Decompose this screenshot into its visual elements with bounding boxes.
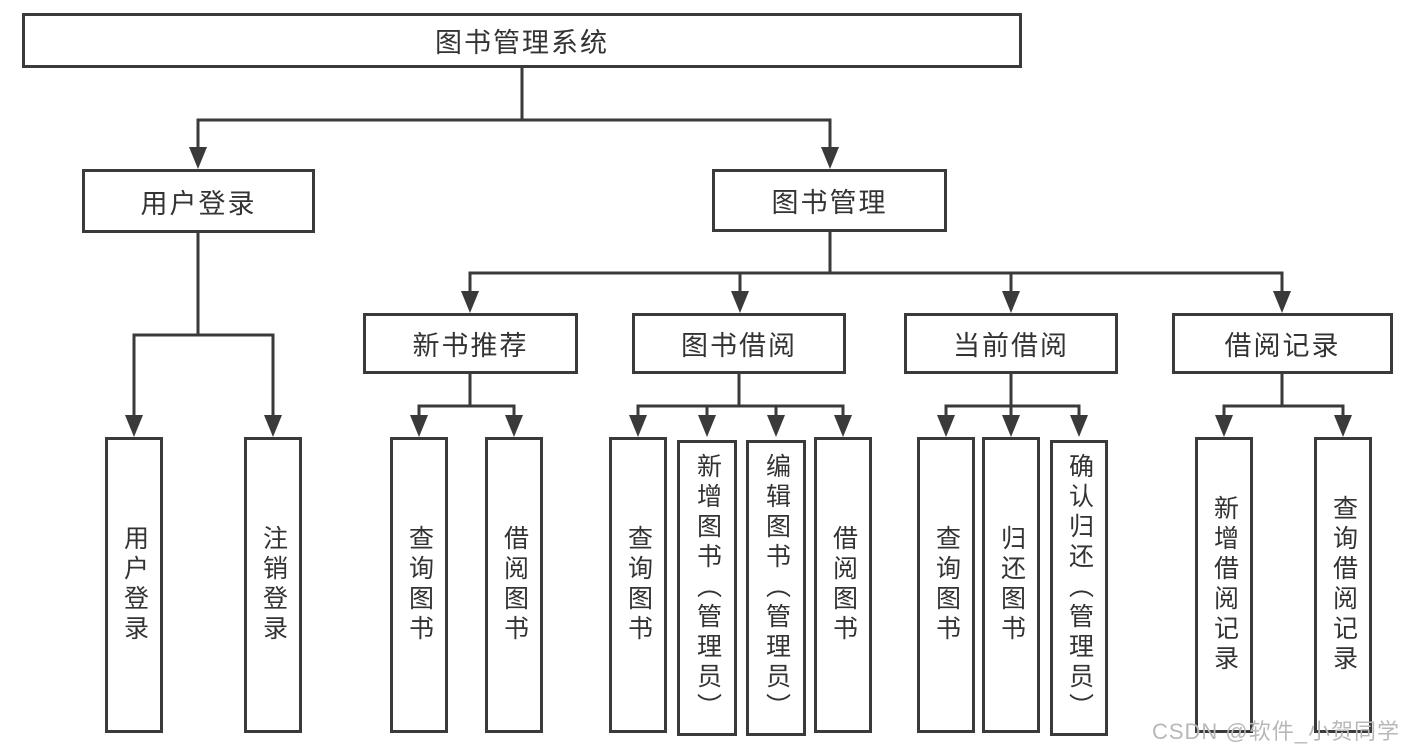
node-book-borrow-label: 图书借阅 bbox=[681, 331, 797, 361]
leaf-return-books-label: 归还图书 bbox=[997, 525, 1026, 645]
leaf-confirm-return-admin: 确认归还（管理员） bbox=[1050, 440, 1108, 736]
node-book-management: 图书管理 bbox=[712, 169, 947, 232]
leaf-add-borrow-record: 新增借阅记录 bbox=[1195, 437, 1253, 733]
node-current-borrow: 当前借阅 bbox=[904, 313, 1118, 374]
leaf-borrow-books-new-label: 借阅图书 bbox=[500, 525, 529, 645]
leaf-query-books-new: 查询图书 bbox=[390, 437, 448, 733]
node-user-login-label: 用户登录 bbox=[140, 188, 257, 219]
node-book-management-label: 图书管理 bbox=[771, 188, 888, 218]
node-borrow-records: 借阅记录 bbox=[1172, 313, 1393, 374]
leaf-user-login-label: 用户登录 bbox=[120, 525, 149, 645]
arrow-stems bbox=[132, 120, 1345, 417]
leaf-return-books: 归还图书 bbox=[982, 437, 1040, 733]
node-root-label: 图书管理系统 bbox=[435, 28, 609, 58]
node-current-borrow-label: 当前借阅 bbox=[953, 331, 1069, 361]
node-new-book-recommend-label: 新书推荐 bbox=[412, 331, 529, 361]
leaf-add-books-admin: 新增图书（管理员） bbox=[677, 440, 737, 736]
csdn-watermark: CSDN @软件_小贺同学 bbox=[1151, 719, 1400, 744]
leaf-edit-books-admin: 编辑图书（管理员） bbox=[746, 440, 806, 736]
leaf-query-borrow-record: 查询借阅记录 bbox=[1314, 437, 1372, 733]
node-borrow-records-label: 借阅记录 bbox=[1224, 331, 1341, 361]
leaf-logout: 注销登录 bbox=[244, 437, 302, 733]
leaf-query-borrow-record-label: 查询借阅记录 bbox=[1329, 495, 1358, 675]
leaf-user-login: 用户登录 bbox=[105, 437, 163, 733]
tree-trunk-lines bbox=[132, 67, 1345, 408]
leaf-borrow-books: 借阅图书 bbox=[814, 437, 872, 733]
node-user-login: 用户登录 bbox=[82, 169, 315, 233]
node-new-book-recommend: 新书推荐 bbox=[363, 313, 578, 374]
leaf-query-books-current-label: 查询图书 bbox=[932, 525, 961, 645]
leaf-query-books-borrow: 查询图书 bbox=[609, 437, 667, 733]
node-root: 图书管理系统 bbox=[22, 13, 1022, 68]
arrowheads bbox=[125, 147, 1352, 437]
leaf-query-books-borrow-label: 查询图书 bbox=[624, 525, 653, 645]
leaf-query-books-current: 查询图书 bbox=[917, 437, 975, 733]
leaf-query-books-new-label: 查询图书 bbox=[405, 525, 434, 645]
leaf-add-borrow-record-label: 新增借阅记录 bbox=[1210, 495, 1239, 675]
leaf-logout-label: 注销登录 bbox=[259, 525, 288, 645]
leaf-confirm-return-admin-label: 确认归还（管理员） bbox=[1065, 453, 1094, 723]
node-book-borrow: 图书借阅 bbox=[632, 313, 846, 374]
leaf-edit-books-admin-label: 编辑图书（管理员） bbox=[762, 453, 791, 723]
leaf-add-books-admin-label: 新增图书（管理员） bbox=[693, 453, 722, 723]
leaf-borrow-books-new: 借阅图书 bbox=[485, 437, 543, 733]
leaf-borrow-books-label: 借阅图书 bbox=[829, 525, 858, 645]
